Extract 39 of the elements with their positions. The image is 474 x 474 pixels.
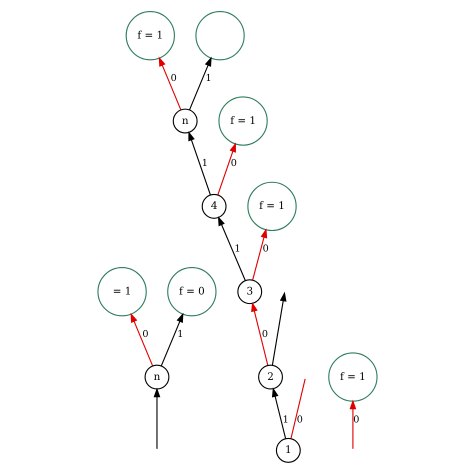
edge-label: 0 (261, 328, 268, 340)
node-circle: 3 (236, 279, 262, 304)
arrow (188, 131, 210, 195)
node-circle: f = 0 (166, 267, 216, 316)
arrow (252, 228, 267, 280)
arrow (188, 56, 212, 110)
arrow (216, 142, 236, 195)
node-circle: 4 (201, 194, 226, 219)
node-circle: f = 1 (218, 96, 268, 146)
arrow (158, 56, 181, 110)
node-circle: 2 (258, 364, 282, 390)
edge-label: 0 (230, 158, 236, 170)
edge-label: 0 (352, 414, 359, 426)
arrow (250, 302, 268, 366)
node-circle: n (172, 108, 198, 134)
arrow (153, 388, 160, 449)
edge-label: 1 (201, 158, 208, 170)
edge-label: 1 (282, 414, 288, 426)
node-circle: f = 1 (246, 182, 296, 232)
arrow (130, 312, 153, 366)
arrow (271, 292, 286, 366)
arrow (271, 387, 286, 439)
edge-label: 1 (234, 244, 240, 255)
edge-label: 0 (142, 328, 148, 340)
arrow (217, 216, 246, 281)
node-circle: n (144, 364, 169, 390)
node-circle: = 1 (96, 267, 146, 316)
connector (290, 378, 306, 439)
edge-label: 0 (296, 414, 302, 426)
arrow (349, 400, 356, 449)
node-circle (194, 11, 244, 60)
node-circle: f = 1 (328, 352, 378, 402)
edge-label: 1 (176, 328, 183, 340)
edge-label: 0 (262, 244, 268, 255)
node-circle: 1 (275, 438, 300, 463)
arrow (160, 312, 183, 366)
edge-label: 1 (204, 72, 212, 84)
edge-label: 0 (170, 72, 176, 84)
node-circle: f = 1 (125, 11, 174, 60)
